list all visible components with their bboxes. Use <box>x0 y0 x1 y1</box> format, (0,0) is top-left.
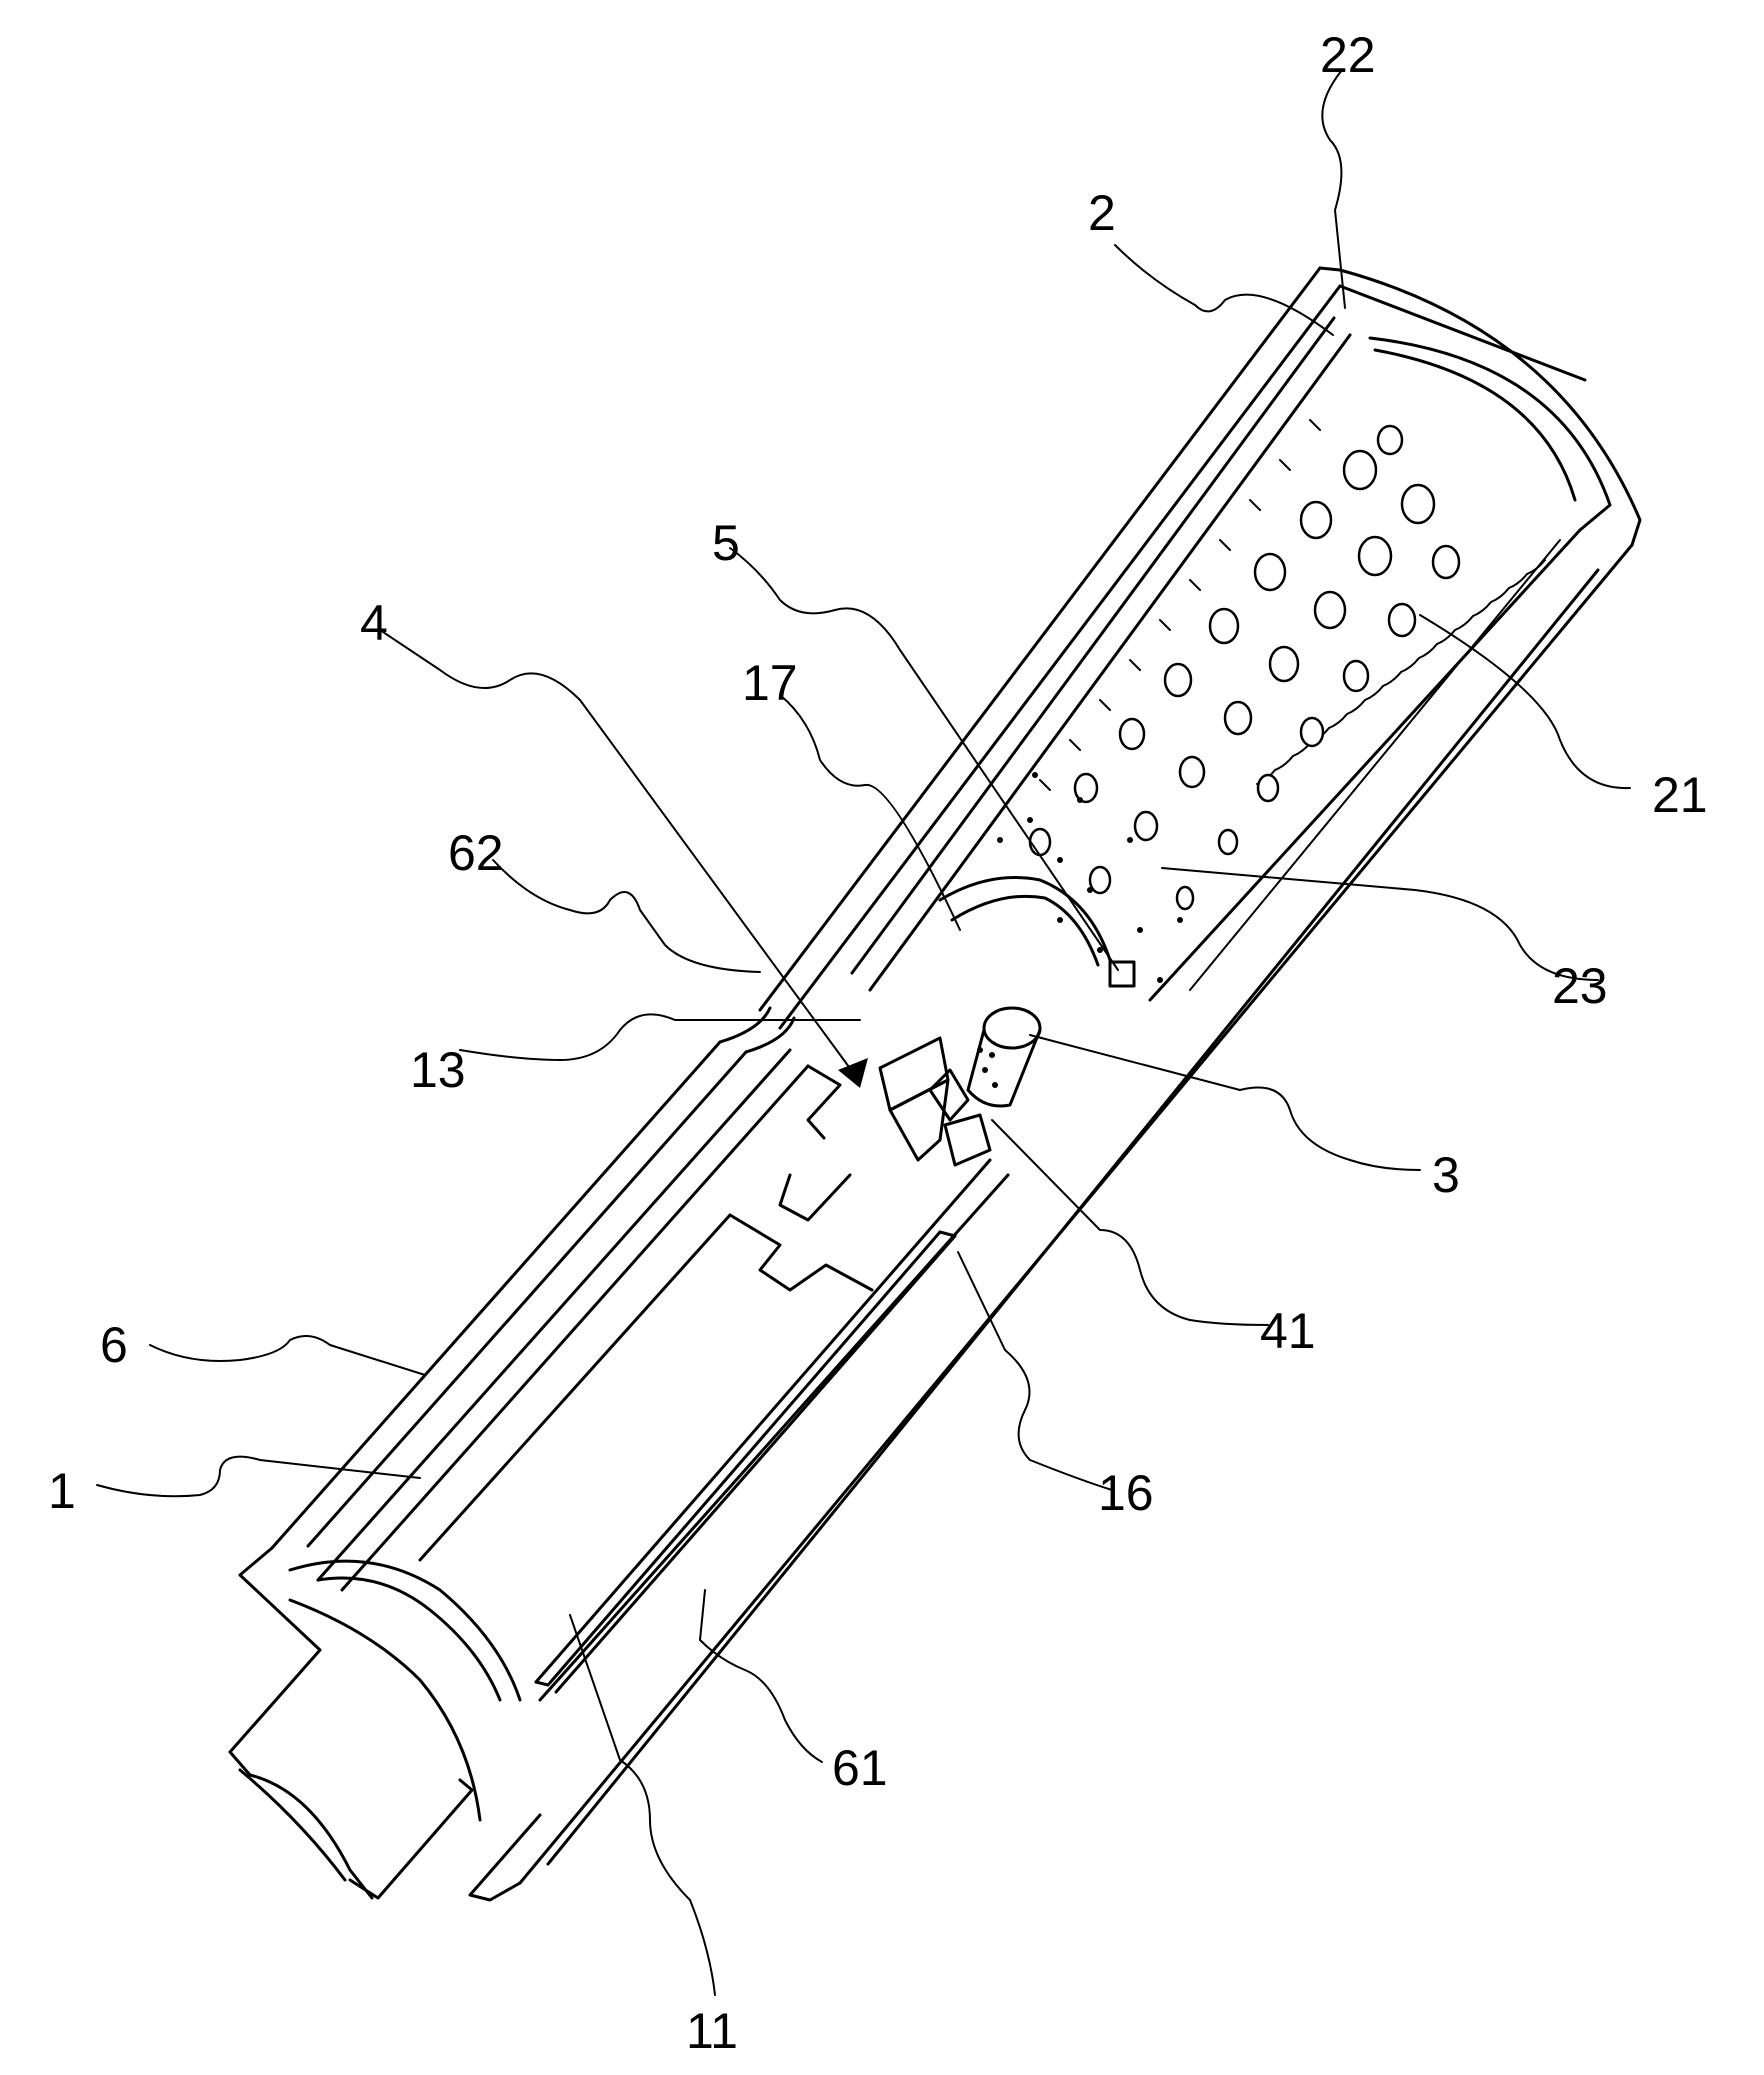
label-4: 4 <box>360 595 388 651</box>
label-11: 11 <box>686 2003 738 2059</box>
label-61: 61 <box>832 1740 888 1796</box>
label-41: 41 <box>1260 1303 1316 1359</box>
battery-tube <box>230 1050 1008 1900</box>
label-23: 23 <box>1552 958 1608 1014</box>
label-6: 6 <box>100 1317 128 1373</box>
label-22: 22 <box>1320 27 1376 83</box>
atomizer-assembly <box>838 878 1134 1166</box>
label-2: 2 <box>1088 185 1116 241</box>
inner-tube <box>852 318 1610 1000</box>
label-3: 3 <box>1432 1147 1460 1203</box>
label-1: 1 <box>48 1463 76 1519</box>
label-16: 16 <box>1098 1465 1154 1521</box>
outer-sleeve <box>272 268 1640 1883</box>
label-17: 17 <box>742 655 798 711</box>
label-5: 5 <box>712 515 740 571</box>
label-13: 13 <box>410 1042 466 1098</box>
label-62: 62 <box>448 825 504 881</box>
leader-lines <box>97 70 1630 1995</box>
label-21: 21 <box>1652 767 1708 823</box>
